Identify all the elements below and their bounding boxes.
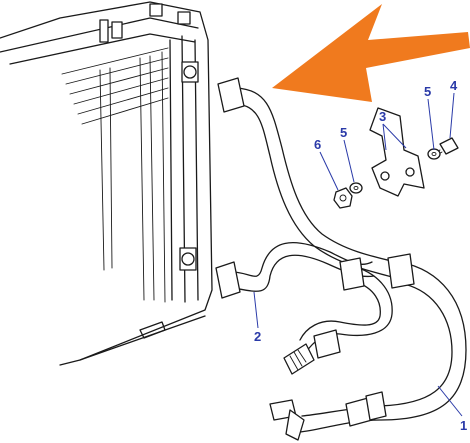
callout-5-right: 5 — [424, 84, 431, 99]
callout-labels: 1 2 3 4 5 5 6 — [254, 78, 467, 433]
radiator — [0, 1, 213, 366]
callout-4: 4 — [450, 78, 458, 93]
callout-3: 3 — [379, 109, 386, 124]
callout-leaders — [253, 92, 463, 417]
pipe-upper — [217, 77, 397, 279]
direction-arrow — [272, 4, 470, 102]
pipe-2 — [215, 242, 375, 299]
callout-6: 6 — [314, 137, 321, 152]
callout-5-left: 5 — [340, 125, 347, 140]
washer-5-right — [427, 148, 441, 160]
callout-2: 2 — [254, 329, 261, 344]
hose-assembly-1 — [269, 253, 467, 441]
nut-6 — [333, 187, 353, 209]
washer-5-left — [349, 182, 363, 194]
callout-1: 1 — [460, 418, 467, 433]
